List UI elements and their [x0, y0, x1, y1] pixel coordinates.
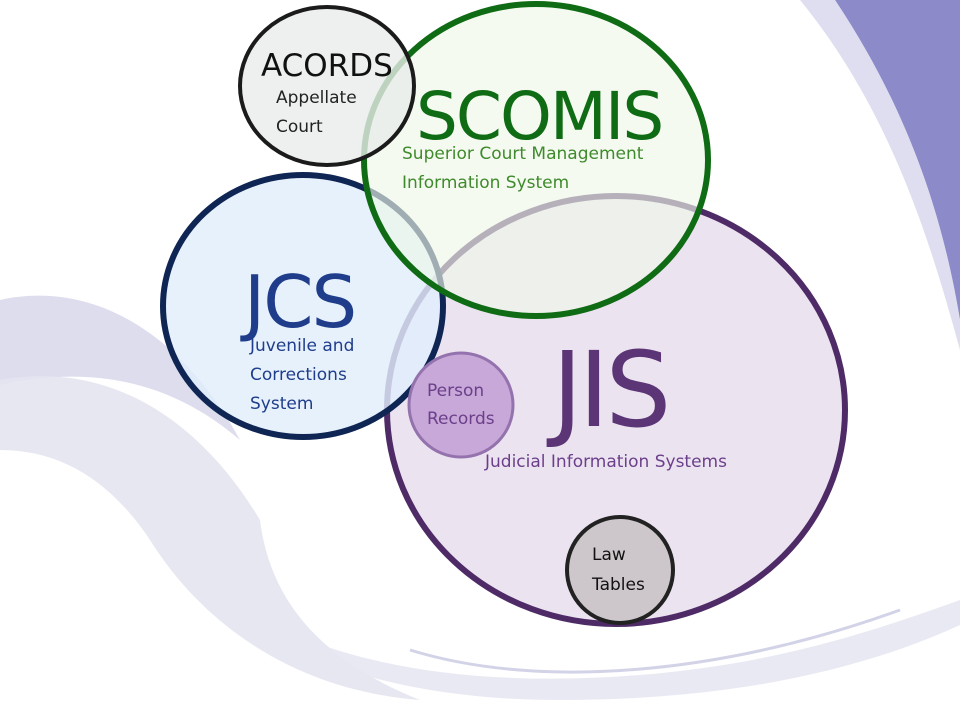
acords-circle [238, 5, 416, 167]
jcs-title: JCS [244, 260, 357, 344]
scomis-desc-line2: Information System [402, 173, 570, 193]
background-swooshes [0, 0, 960, 700]
acords-title: ACORDS [261, 48, 393, 84]
scomis-desc-line1: Superior Court Management [402, 144, 644, 164]
jcs-circle [160, 172, 446, 440]
bottom-swoosh [180, 560, 960, 700]
person-records-circle [407, 351, 515, 459]
left-swoosh-light [0, 295, 240, 440]
bottom-swoosh-line [409, 608, 901, 674]
left-swoosh-mid [0, 376, 420, 700]
law-tables-line1: Law [592, 545, 626, 565]
acords-desc-line2: Court [276, 117, 323, 137]
person-records-line1: Person [427, 381, 485, 401]
scomis-title: SCOMIS [416, 78, 664, 155]
jcs-desc-line1: Juvenile and [250, 336, 355, 356]
jis-title: JIS [552, 329, 671, 451]
acords-desc-line1: Appellate [276, 88, 357, 108]
law-tables-line2: Tables [592, 575, 645, 595]
jis-desc: Judicial Information Systems [485, 452, 727, 472]
jcs-desc-line2: Corrections [250, 365, 347, 385]
scomis-circle [361, 1, 711, 319]
top-right-swoosh [835, 0, 960, 320]
person-records-line2: Records [427, 409, 495, 429]
law-tables-circle [565, 515, 675, 625]
jcs-desc-line3: System [250, 394, 314, 414]
